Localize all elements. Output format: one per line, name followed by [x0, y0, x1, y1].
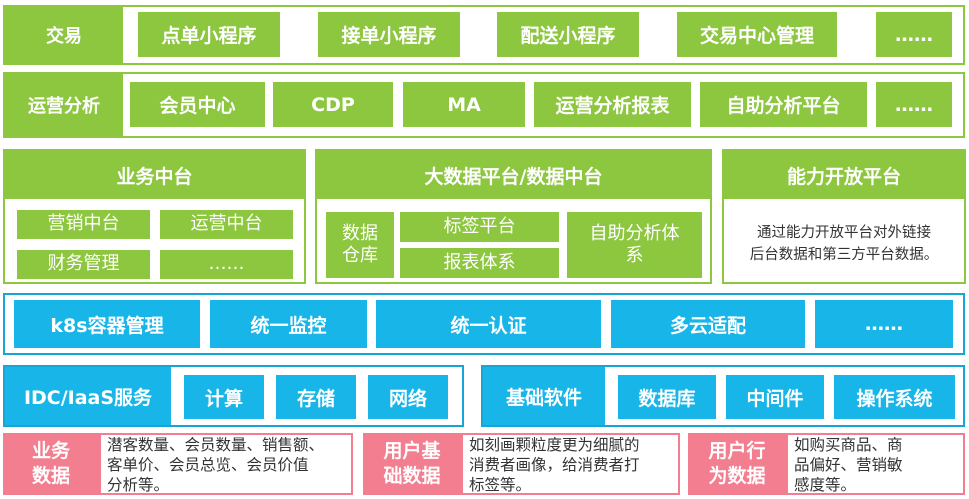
business-platform-title: 业务中台 [5, 151, 304, 199]
ops-item-ma: MA [403, 82, 525, 127]
business-data-desc-frame [99, 433, 353, 495]
bigdata-self-analysis: 自助分析体 系 [567, 212, 702, 278]
basic-software-label: 基础软件 [483, 367, 605, 425]
trade-item-more: …… [876, 12, 952, 57]
bigdata-report-system: 报表体系 [400, 248, 559, 278]
trade-item-accept-miniapp: 接单小程序 [318, 12, 460, 57]
trade-row-label: 交易 [5, 7, 123, 63]
multi-cloud-adaptation: 多云适配 [611, 300, 805, 348]
user-basic-data-desc: 如刻画颗粒度更为细腻的 消费者画像，给消费者打 标签等。 [469, 436, 640, 494]
business-item-finance: 财务管理 [17, 250, 150, 279]
operations-row-label: 运营分析 [5, 74, 123, 136]
business-data-desc: 潜客数量、会员数量、销售额、 客单价、会员总览、会员价值 分析等。 [107, 436, 325, 494]
business-item-marketing: 营销中台 [17, 210, 150, 239]
business-item-more: …… [160, 250, 293, 279]
capability-platform-desc: 通过能力开放平台对外链接 后台数据和第三方平台数据。 [749, 225, 939, 263]
ops-item-member-center: 会员中心 [130, 82, 265, 127]
software-operating-system: 操作系统 [834, 375, 955, 419]
bigdata-tag-platform: 标签平台 [400, 212, 559, 242]
iaas-compute: 计算 [184, 375, 264, 419]
iaas-storage: 存储 [276, 375, 356, 419]
ops-item-self-analysis: 自助分析平台 [700, 82, 867, 127]
user-behavior-data-desc: 如购买商品、商 品偏好、营销敏 感度等。 [794, 436, 903, 494]
iaas-services-label: IDC/IaaS服务 [5, 367, 171, 425]
business-item-operations: 运营中台 [160, 210, 293, 239]
iaas-network: 网络 [368, 375, 448, 419]
platform-services-more: …… [815, 300, 953, 348]
bigdata-data-warehouse: 数据 仓库 [326, 212, 394, 278]
software-database: 数据库 [618, 375, 716, 419]
user-basic-data-label: 用户基 础数据 [363, 433, 461, 495]
user-behavior-data-label: 用户行 为数据 [688, 433, 786, 495]
software-middleware: 中间件 [726, 375, 824, 419]
user-behavior-data-desc-frame [786, 433, 965, 495]
bigdata-platform-title: 大数据平台/数据中台 [317, 151, 710, 199]
ops-item-analysis-report: 运营分析报表 [534, 82, 691, 127]
trade-item-order-miniapp: 点单小程序 [138, 12, 280, 57]
ops-item-cdp: CDP [273, 82, 393, 127]
unified-authentication: 统一认证 [376, 300, 601, 348]
user-basic-data-desc-frame [461, 433, 680, 495]
capability-platform-title: 能力开放平台 [724, 151, 964, 199]
business-data-label: 业务 数据 [3, 433, 99, 495]
k8s-container-management: k8s容器管理 [14, 300, 200, 348]
trade-item-delivery-miniapp: 配送小程序 [497, 12, 639, 57]
unified-monitoring: 统一监控 [210, 300, 367, 348]
ops-item-more: …… [876, 82, 952, 127]
trade-item-trade-center: 交易中心管理 [677, 12, 837, 57]
